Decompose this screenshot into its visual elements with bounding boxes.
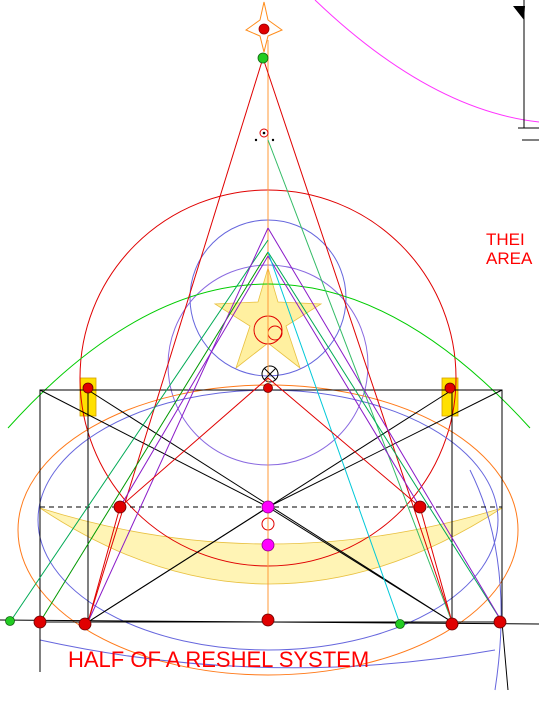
caption: HALF OF A RESHEL SYSTEM <box>68 647 369 672</box>
point-base-green-right <box>395 619 405 629</box>
green-right <box>267 139 453 623</box>
x-left-lower <box>87 506 269 623</box>
point-apex-rect <box>263 383 273 393</box>
green-right-2 <box>267 251 503 623</box>
purple-right <box>267 227 503 623</box>
point-lower-magenta <box>261 538 275 552</box>
point-center-magenta <box>261 500 275 514</box>
target-mark-dot <box>262 131 266 135</box>
x-right-lower <box>267 506 453 623</box>
triangles <box>9 57 503 625</box>
point-yellow-right <box>444 382 456 394</box>
point-top-green <box>257 52 269 64</box>
point-mid-right <box>413 500 427 514</box>
point-base-left-green <box>5 616 15 626</box>
point-mid-left <box>113 500 127 514</box>
point-base-center <box>261 613 275 627</box>
point-base-left <box>33 615 47 629</box>
points <box>5 52 507 631</box>
red-to-base-left <box>87 506 121 623</box>
side-text-line2: AREA <box>486 249 533 268</box>
point-base-inner-left <box>78 617 92 631</box>
top-star-center <box>258 23 270 35</box>
purple-left-2 <box>119 255 269 508</box>
cross-mark-b <box>263 367 277 381</box>
magenta-arc <box>314 0 539 123</box>
top-right-fragment <box>314 0 539 141</box>
dot-right <box>271 138 275 142</box>
cyan-line <box>267 251 401 625</box>
point-yellow-left <box>82 382 94 394</box>
top-star <box>244 1 284 53</box>
red-apex-left <box>119 377 269 508</box>
red-tall-left <box>87 57 264 623</box>
green-left-2 <box>9 239 269 623</box>
purple-right-2 <box>267 255 421 508</box>
green-top-arc <box>7 283 531 429</box>
bottom-right-drop <box>501 621 509 691</box>
crossed-circle <box>261 365 279 383</box>
green-left <box>39 251 269 623</box>
blue-bottom-arc <box>39 639 496 669</box>
corner-arrowhead <box>513 6 525 20</box>
point-base-inner-right <box>445 617 459 631</box>
dot-left <box>254 138 258 142</box>
purple-left <box>87 227 269 623</box>
point-base-right <box>493 615 507 629</box>
blue-right-arc <box>469 469 502 691</box>
small-marks <box>254 128 277 381</box>
red-to-base-right <box>419 506 453 623</box>
side-text-line1: THEI <box>486 230 525 249</box>
target-mark <box>259 128 269 138</box>
red-tall-right <box>262 57 453 623</box>
red-apex-right <box>267 377 421 508</box>
